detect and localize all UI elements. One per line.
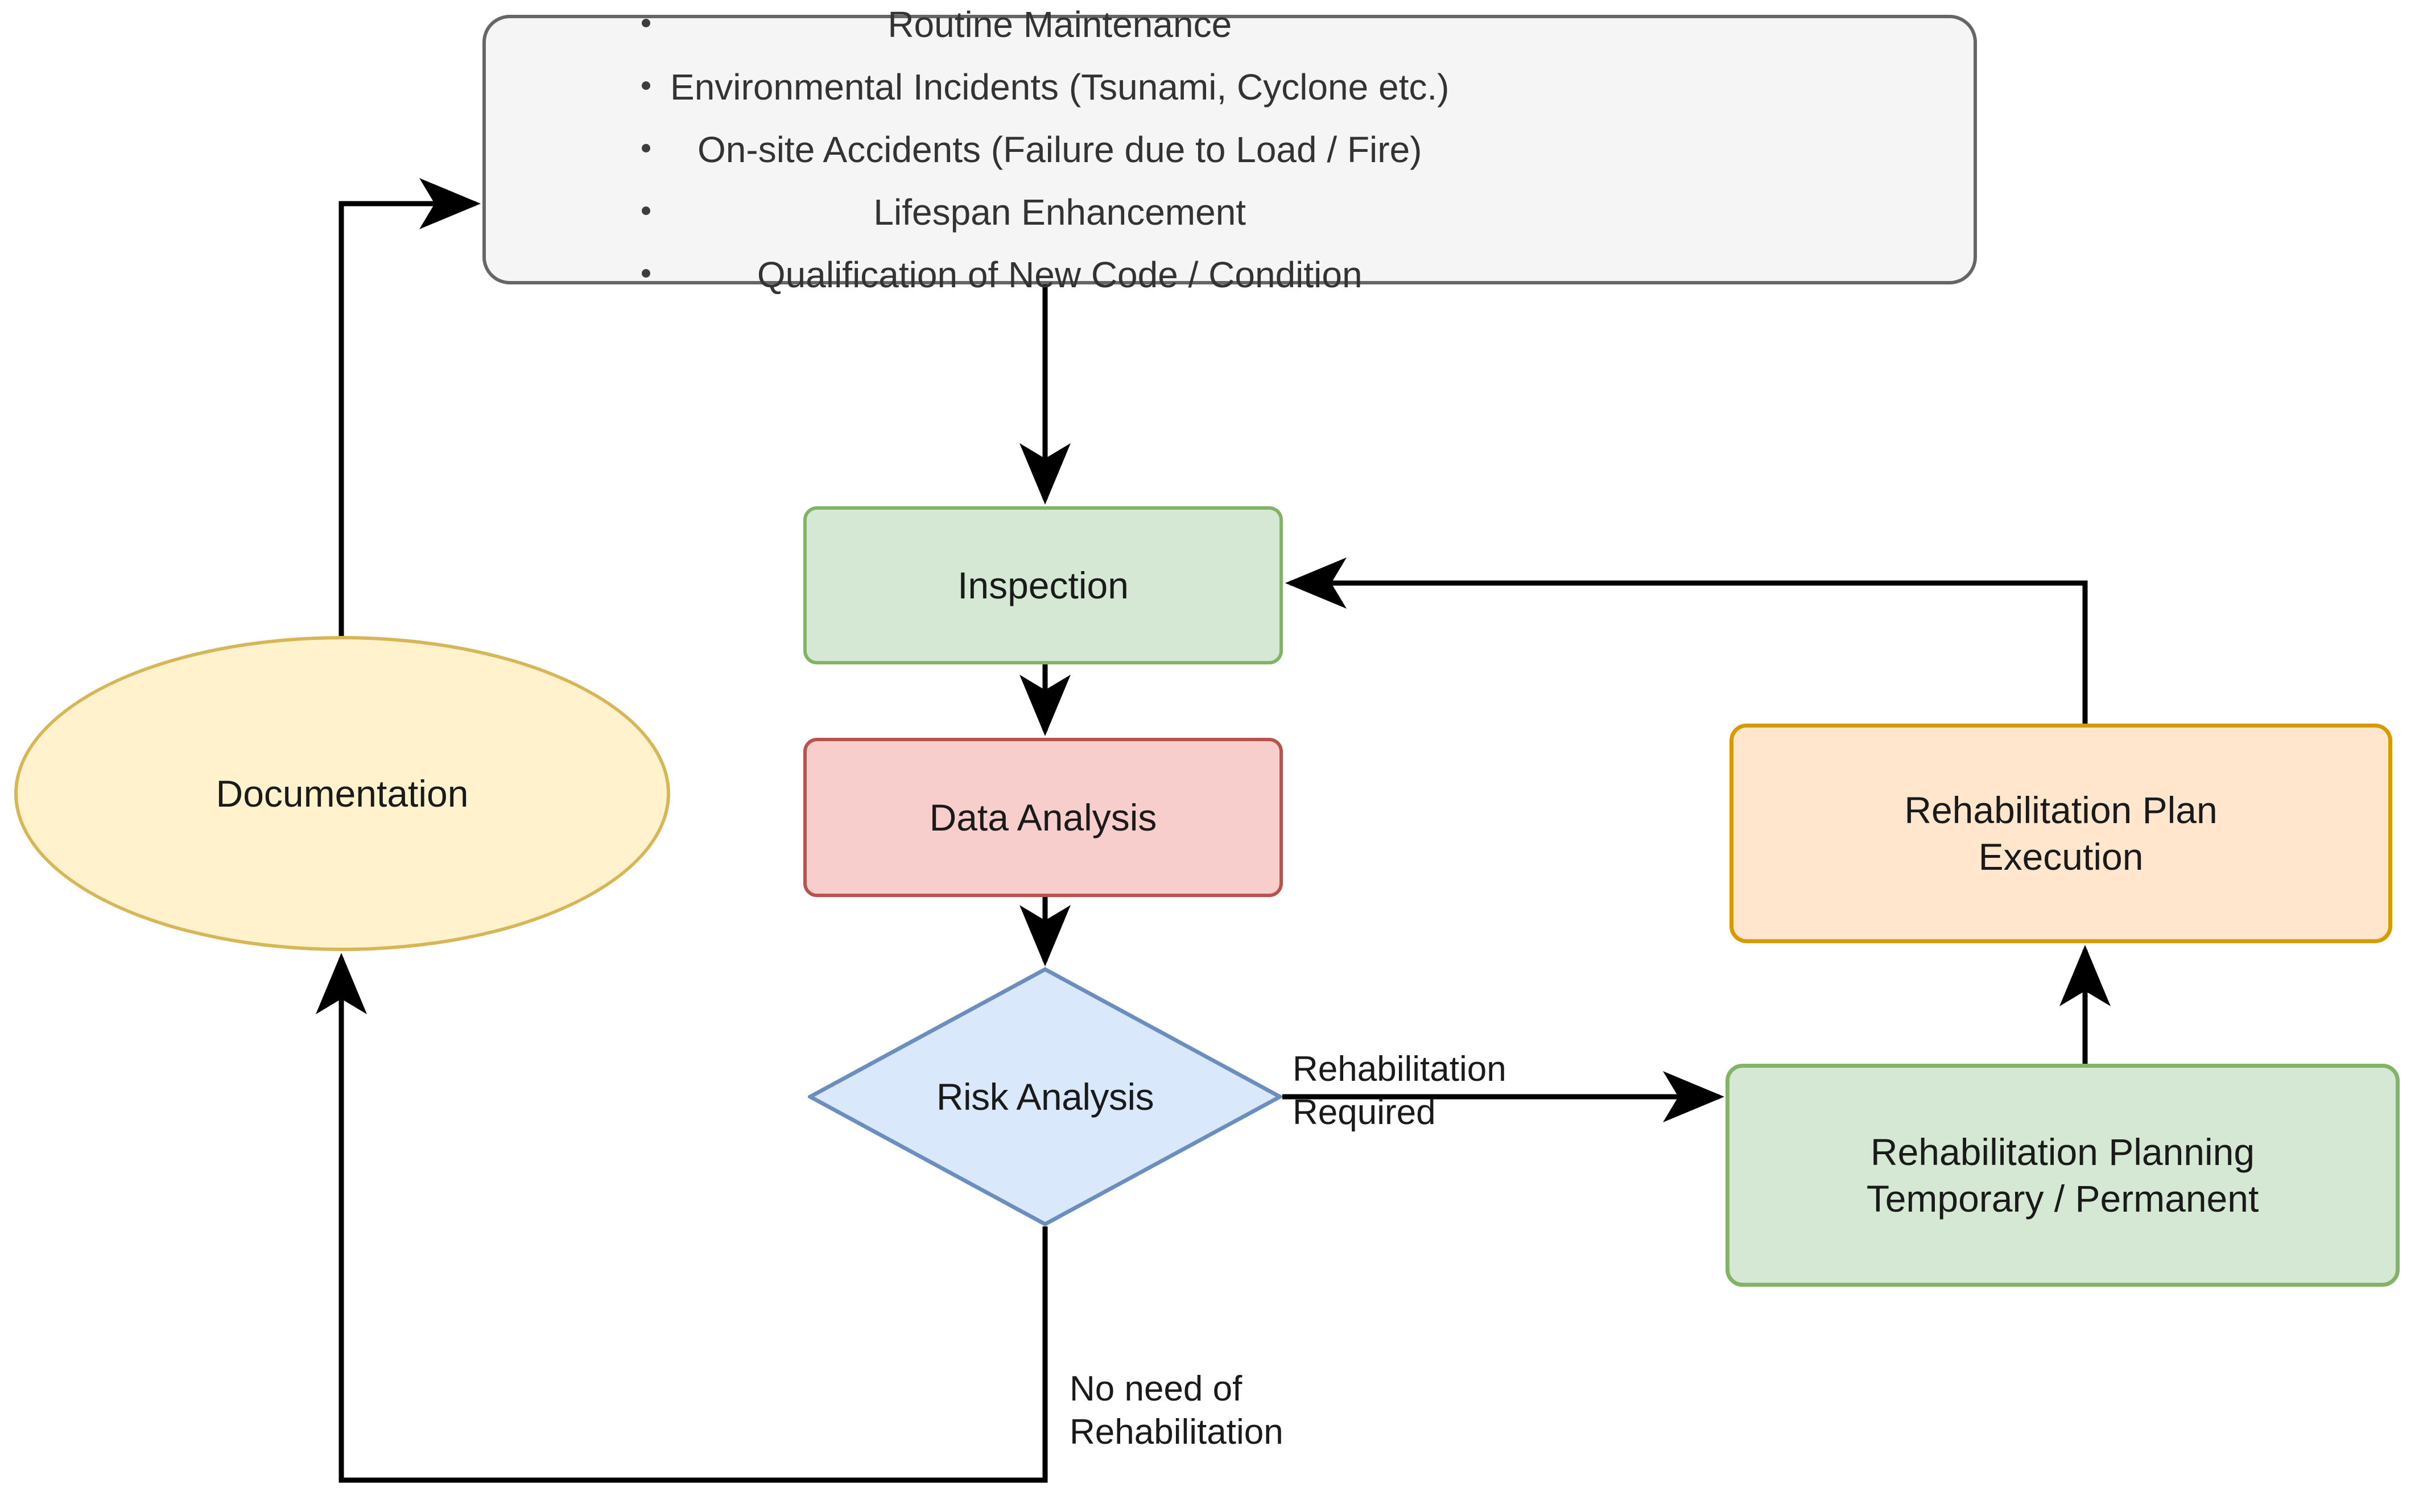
list-item: Qualification of New Code / Condition <box>638 252 1449 298</box>
trigger-conditions-panel: Routine Maintenance Environmental Incide… <box>482 4 1977 295</box>
node-rehab-exec-text: Rehabilitation Plan Execution <box>1904 787 2217 881</box>
diamond-shape <box>808 967 1282 1226</box>
node-rehabilitation-plan-execution[interactable]: Rehabilitation Plan Execution <box>1729 724 2392 943</box>
node-inspection[interactable]: Inspection <box>803 506 1283 664</box>
list-item: Lifespan Enhancement <box>638 189 1449 235</box>
list-item: On-site Accidents (Failure due to Load /… <box>638 127 1449 172</box>
node-documentation-label: Documentation <box>216 772 469 815</box>
node-rehab-plan-text: Rehabilitation Planning Temporary / Perm… <box>1867 1129 2259 1222</box>
edge-documentation-to-panel <box>339 178 481 636</box>
edge-label-no-need-of-rehabilitation: No need of Rehabilitation <box>1070 1369 1283 1452</box>
node-inspection-label: Inspection <box>957 564 1129 606</box>
node-data-analysis[interactable]: Data Analysis <box>803 738 1283 897</box>
node-rehab-exec-line1: Rehabilitation Plan <box>1904 788 2218 831</box>
trigger-conditions-list: Routine Maintenance Environmental Incide… <box>486 2 1449 298</box>
node-risk-analysis-label: Risk Analysis <box>936 1075 1154 1118</box>
node-rehab-exec-line2: Execution <box>1978 836 2144 878</box>
list-item: Environmental Incidents (Tsunami, Cyclon… <box>638 64 1449 110</box>
node-rehab-plan-line2: Temporary / Permanent <box>1866 1178 2259 1220</box>
node-rehab-plan-line1: Rehabilitation Planning <box>1870 1130 2255 1173</box>
edge-execution-to-inspection <box>1285 557 2088 724</box>
node-documentation[interactable]: Documentation <box>14 636 670 951</box>
edge-label-rehabilitation-required: Rehabilitation Required <box>1293 1050 1506 1132</box>
node-risk-analysis[interactable]: Risk Analysis <box>808 967 1282 1226</box>
node-data-analysis-label: Data Analysis <box>929 796 1157 838</box>
list-item: Routine Maintenance <box>638 2 1449 47</box>
node-rehabilitation-planning[interactable]: Rehabilitation Planning Temporary / Perm… <box>1726 1064 2400 1287</box>
